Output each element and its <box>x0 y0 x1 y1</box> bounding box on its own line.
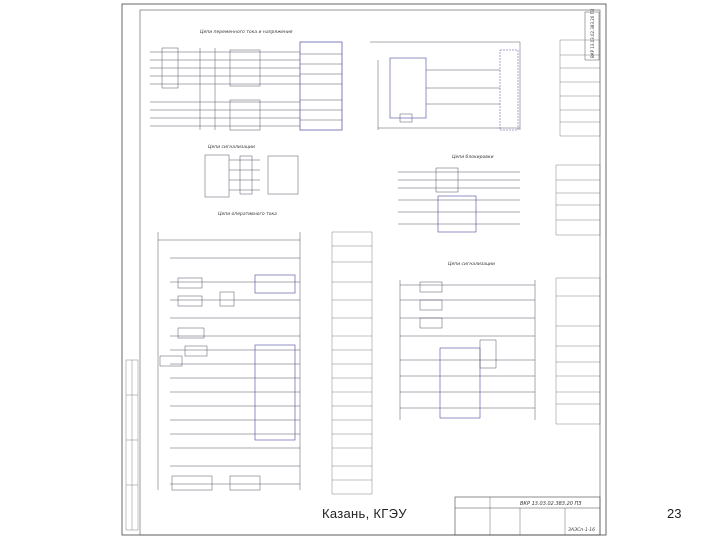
binding-strip <box>125 359 139 531</box>
operational-circuit <box>157 232 301 491</box>
operational-legend-table <box>331 231 373 495</box>
section-title-current-voltage: Цепи переменного тока и напряжения <box>200 29 293 35</box>
top-right-code-box: ВКР 13.03.02.383.20 ПЗ <box>584 8 600 61</box>
sheet-inner-frame <box>139 9 601 536</box>
page-number: 23 <box>667 506 682 521</box>
section-title-signalling-small: Цепи сигнализации <box>208 144 255 150</box>
current-voltage-circuit <box>150 41 343 131</box>
top-right-circuit <box>370 41 521 131</box>
top-right-code: ВКР 13.03.02.383.20 ПЗ <box>590 8 595 58</box>
alarm-circuit <box>399 280 536 420</box>
top-right-legend-table <box>559 39 601 137</box>
title-block-stamp: ВКР 13.03.02.383.20 ПЗ ЗАЭСп-1-16 <box>454 496 601 536</box>
blocking-legend-table <box>555 164 601 236</box>
alarm-legend-table <box>555 277 601 425</box>
sheet-code: ЗАЭСп-1-16 <box>568 527 595 533</box>
section-title-blocking: Цепи блокировки <box>452 154 494 160</box>
signalling-small-circuit <box>204 154 299 198</box>
section-title-operational: Цепи оперативного тока <box>218 211 277 217</box>
sheet-outer-border <box>121 3 607 536</box>
blocking-circuit <box>398 167 520 233</box>
stamp-code: ВКР 13.03.02.383.20 ПЗ <box>520 501 582 507</box>
footer-location: Казань, КГЭУ <box>322 506 407 521</box>
section-title-alarm: Цепи сигнализации <box>448 261 495 267</box>
